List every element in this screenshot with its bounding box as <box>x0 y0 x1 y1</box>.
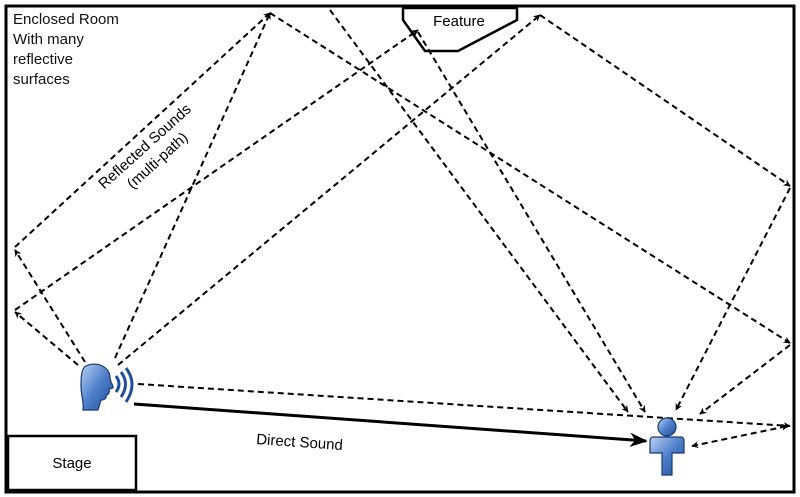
stage-box <box>6 434 138 492</box>
path-speaker-to-right-wall <box>137 383 791 430</box>
path-left-wall-to-feature <box>14 29 419 311</box>
room-outline <box>4 4 796 494</box>
path-right-wall-listener-bidir <box>691 423 789 449</box>
speaking-head-icon <box>80 363 134 411</box>
path-ceiling-to-listener-a <box>329 9 629 413</box>
path-feature-to-listener <box>417 31 646 413</box>
stage-label: Stage <box>52 455 91 472</box>
person-icon <box>649 417 685 476</box>
feature-label: Feature <box>433 13 485 30</box>
room-title: Enclosed Room With many reflective surfa… <box>13 10 143 90</box>
path-speaker-to-ceiling-right <box>117 14 541 366</box>
path-speaker-to-ceiling <box>114 12 271 359</box>
reflected-paths <box>14 9 791 449</box>
direct-sound-label: Direct Sound <box>256 431 344 454</box>
path-left-wall-to-ceiling <box>14 12 271 248</box>
path-speaker-to-left-wall-low <box>14 311 79 366</box>
path-speaker-to-left-wall-high <box>14 249 86 363</box>
feature-shape <box>401 6 519 53</box>
room-title-line: Enclosed Room <box>13 11 119 28</box>
room-title-line: With many <box>13 31 84 48</box>
room-title-line: reflective <box>13 51 74 68</box>
path-right-wall-to-listener-b <box>699 344 791 415</box>
path-ceiling-to-right-wall-a <box>269 12 791 344</box>
path-right-wall-to-listener-a <box>675 187 791 411</box>
direct-sound-arrow <box>133 402 648 448</box>
room-title-line: surfaces <box>13 71 70 88</box>
path-ceiling-to-right-wall-b <box>539 14 791 187</box>
